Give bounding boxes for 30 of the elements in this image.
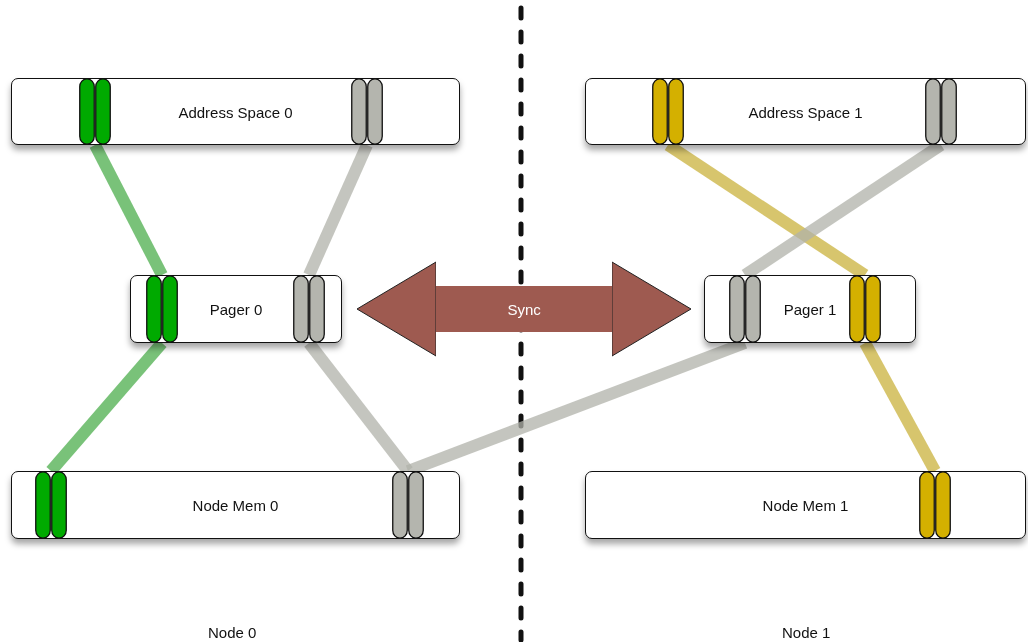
double-arrow bbox=[356, 261, 692, 357]
connector-band bbox=[859, 340, 941, 474]
memory-bar bbox=[585, 78, 1026, 145]
page-marker bbox=[391, 470, 424, 539]
box-label: Node Mem 0 bbox=[192, 496, 279, 514]
connector-band bbox=[89, 142, 168, 278]
memory-bar bbox=[11, 471, 460, 539]
node-caption: Node 1 bbox=[782, 624, 831, 641]
box-label: Node Mem 1 bbox=[762, 496, 849, 514]
page-marker bbox=[145, 274, 178, 343]
node-caption: Node 0 bbox=[208, 624, 257, 641]
box-label: Pager 1 bbox=[783, 300, 837, 318]
page-marker bbox=[918, 470, 951, 539]
pager-box bbox=[130, 275, 342, 343]
box-label: Pager 0 bbox=[209, 300, 263, 318]
box-label: Address Space 1 bbox=[748, 103, 863, 120]
page-marker bbox=[848, 274, 881, 343]
page-marker bbox=[350, 77, 383, 145]
pager-box bbox=[704, 275, 916, 343]
page-marker bbox=[34, 470, 67, 539]
memory-bar bbox=[11, 78, 460, 145]
page-marker bbox=[78, 77, 111, 145]
box-label: Address Space 0 bbox=[178, 103, 293, 120]
page-marker bbox=[292, 274, 325, 343]
page-marker bbox=[728, 274, 761, 343]
edge-label: Sync bbox=[507, 300, 541, 318]
page-marker bbox=[924, 77, 957, 145]
memory-bar bbox=[585, 471, 1026, 539]
page-marker bbox=[651, 77, 684, 145]
connector-band bbox=[303, 142, 373, 278]
